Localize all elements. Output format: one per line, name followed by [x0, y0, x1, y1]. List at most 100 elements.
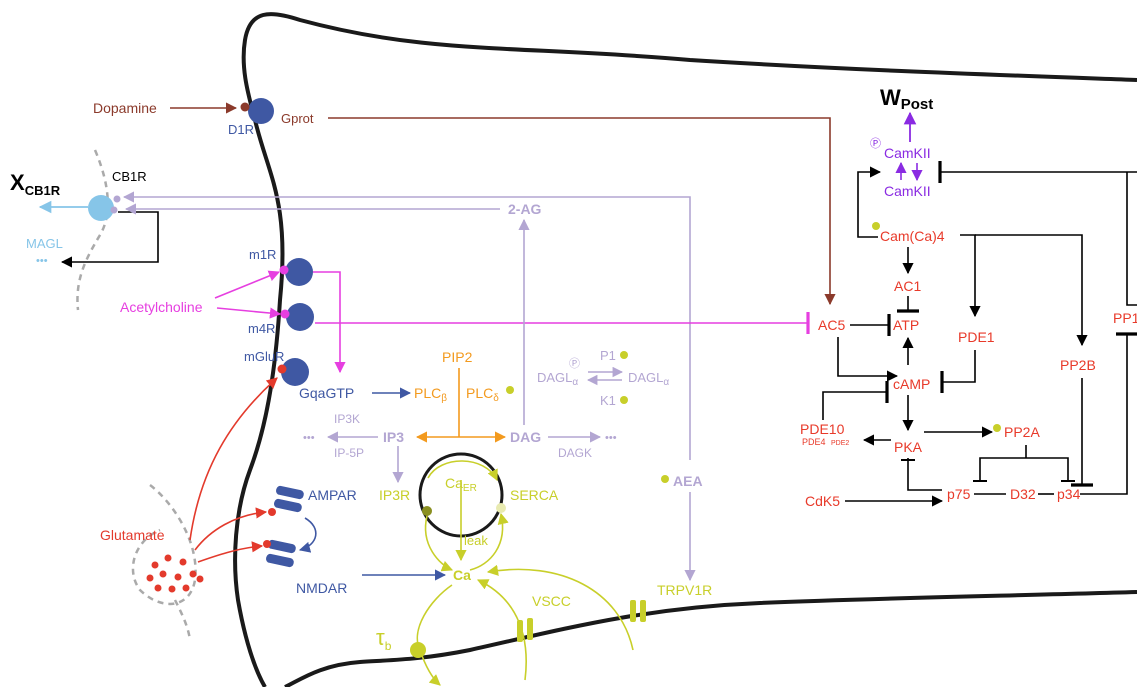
pp1-chain-line [1127, 172, 1137, 305]
m1r-label: m1R [249, 247, 276, 262]
w-post-output: WPost [880, 85, 933, 113]
serca-label: SERCA [510, 487, 559, 503]
trpv1r-channel-right [640, 600, 646, 622]
pip2-label: PIP2 [442, 349, 473, 365]
camkii-phos-label: CamKII [884, 145, 931, 161]
ip5p-label: IP-5P [334, 446, 364, 460]
glutamate-to-mglur-arrow [190, 378, 277, 540]
dagl-main: DAGL [628, 370, 663, 385]
plc-delta-calcium-dot [506, 386, 514, 394]
ampar-to-nmdar-arrow [300, 518, 316, 550]
pde4-label: PDE4 [802, 437, 826, 447]
aea-calcium-dot [661, 475, 669, 483]
x-cb1r-output: XCB1R [10, 170, 61, 198]
ampar-binding-dot [268, 508, 276, 516]
cb1r-binding-dot-1 [114, 196, 121, 203]
dagl-phos-sub: α [572, 377, 578, 388]
ip3r-release-arrow [426, 516, 452, 570]
cb1r-label: CB1R [112, 169, 147, 184]
x-sub: CB1R [25, 183, 61, 198]
plc-delta-label: PLCδ [466, 385, 499, 404]
m4r-receptor [286, 303, 314, 331]
dagk-label: DAGK [558, 446, 592, 460]
gqagtp-label: GqaGTP [299, 385, 354, 401]
ach-to-m4r-arrow [217, 308, 280, 314]
d1r-label: D1R [228, 122, 254, 137]
tau-main: τ [376, 625, 385, 650]
acetylcholine-label: Acetylcholine [120, 299, 203, 315]
w-main: W [880, 85, 901, 110]
p-symbol-dagl: Ⓟ [569, 357, 580, 370]
presynaptic-terminal-outline [77, 150, 107, 310]
trpv1r-label: TRPV1R [657, 582, 712, 598]
plc-beta-sub: β [441, 393, 447, 404]
pp2b-label: PP2B [1060, 357, 1096, 373]
cdk5-label: CdK5 [805, 493, 840, 509]
p1-label: P1 [600, 348, 616, 363]
ach-to-m1r-arrow [215, 272, 279, 298]
k1-calcium-dot [620, 396, 628, 404]
trpv1r-influx-arrow [488, 569, 633, 650]
dagl-phos-main: DAGL [537, 370, 572, 385]
pde10-to-camp-inhibit [823, 392, 887, 420]
glutamate-to-ampar-arrow [195, 512, 266, 550]
two-ag-to-cb1r-line-1 [124, 197, 690, 460]
plc-delta-sub: δ [493, 393, 499, 404]
ac5-label: AC5 [818, 317, 845, 333]
magl-label: MAGL [26, 236, 63, 251]
vscc-channel-right [527, 618, 533, 640]
tau-b-dot [410, 642, 426, 658]
cb1r-receptor [88, 195, 114, 221]
gprot-label: Gprot [281, 111, 314, 126]
dagl-sub: α [663, 377, 669, 388]
ca-decay-arrow [417, 585, 452, 685]
ip3-label: IP3 [383, 429, 404, 445]
dopamine-label: Dopamine [93, 100, 157, 116]
pde2-label: PDE2 [831, 440, 849, 447]
plc-beta-main: PLC [414, 385, 441, 401]
ampar-subunit-2 [273, 498, 302, 513]
ip3r-label: IP3R [379, 487, 410, 503]
p1-calcium-dot [620, 351, 628, 359]
mglur-binding-dot [278, 365, 287, 374]
tau-sub: b [385, 639, 392, 653]
m1r-to-gqagtp-arrow [313, 272, 340, 372]
pp2a-label: PP2A [1004, 424, 1040, 440]
magl-ellipsis: ••• [36, 255, 48, 267]
ip3-ellipsis: ••• [303, 432, 315, 444]
pka-to-p75-path [908, 458, 942, 490]
aea-label: AEA [673, 473, 703, 489]
ampar-subunit-1 [275, 485, 304, 500]
mglur-label: mGluR [244, 349, 284, 364]
plc-beta-label: PLCβ [414, 385, 447, 404]
dopamine-binding-dot [241, 103, 250, 112]
ca-label: Ca [453, 567, 471, 583]
camp-label: cAMP [893, 376, 930, 392]
cell-membrane-lower [285, 592, 1137, 687]
m1r-receptor [285, 258, 313, 286]
ac1-label: AC1 [894, 278, 921, 294]
cam-to-pde1-arrow [960, 235, 975, 316]
cb1r-to-magl-arrow [62, 212, 158, 262]
pp2a-calcium-dot [993, 424, 1001, 432]
pde1-label: PDE1 [958, 329, 995, 345]
two-ag-label: 2-AG [508, 201, 542, 217]
w-sub: Post [901, 96, 934, 113]
p75-label: p75 [947, 486, 971, 502]
pde10-label: PDE10 [800, 421, 845, 437]
ac5-to-camp-arrow [838, 337, 897, 376]
glutamate-to-nmdar-arrow [198, 546, 262, 562]
m1r-binding-dot [280, 266, 289, 275]
pde1-to-camp-inhibit [942, 350, 975, 382]
dagl-label: DAGLα [628, 370, 669, 388]
serca-pump [496, 503, 506, 513]
dagl-phos-label: DAGLα [537, 370, 578, 388]
cb1r-binding-dot-2 [111, 207, 118, 214]
dag-ellipsis: ••• [605, 432, 617, 444]
vscc-label: VSCC [532, 593, 571, 609]
pka-label: PKA [894, 439, 923, 455]
plc-delta-main: PLC [466, 385, 493, 401]
nmdar-binding-dot [263, 540, 271, 548]
p34-label: p34 [1057, 486, 1081, 502]
